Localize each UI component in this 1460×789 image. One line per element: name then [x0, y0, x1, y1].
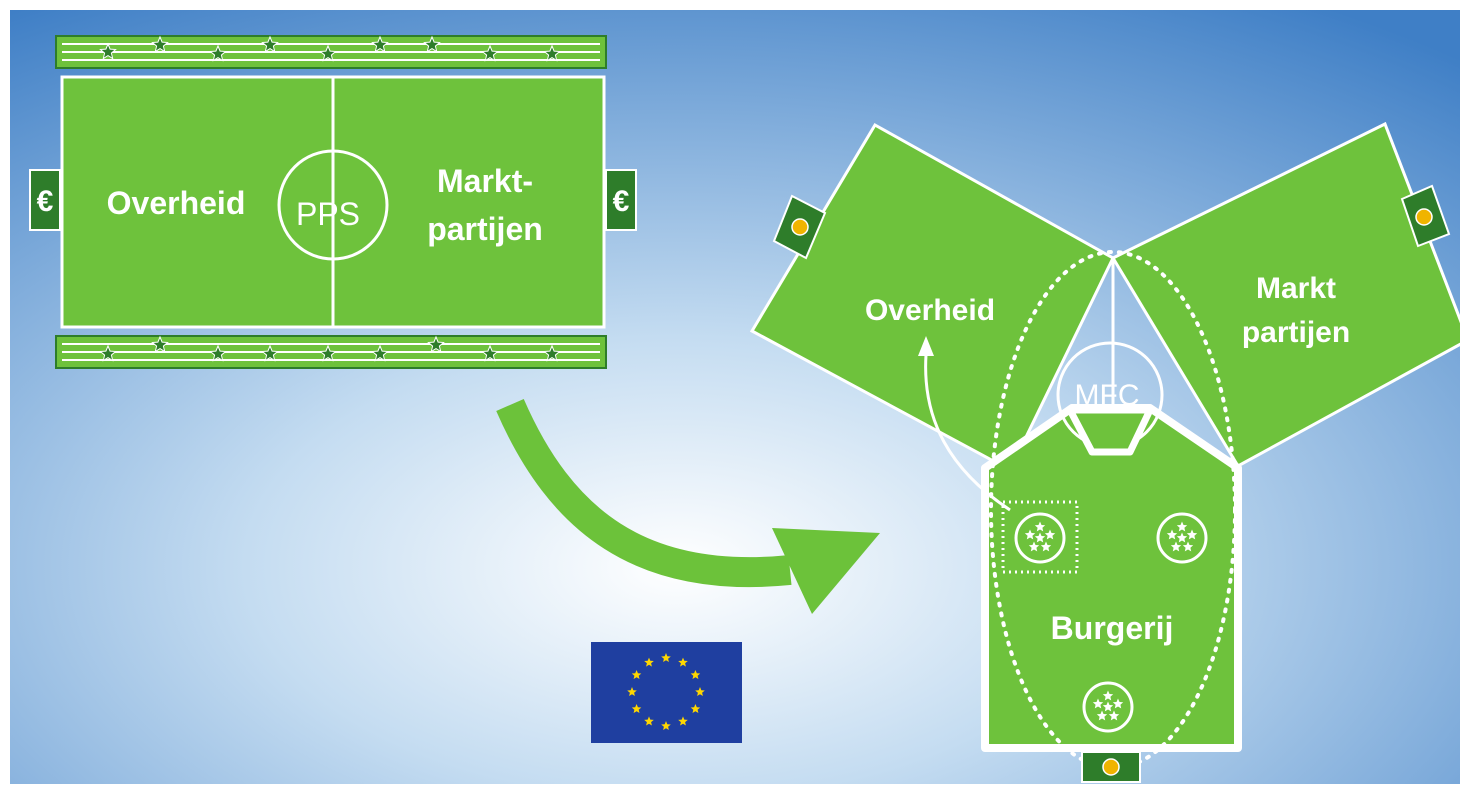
curved-arrow-icon	[918, 336, 1011, 512]
pps-center-label: PPS	[296, 196, 360, 232]
smiley-coin-icon	[1400, 184, 1451, 248]
pps-diagram: € € Overheid PPS Markt- partijen	[29, 35, 637, 369]
smiley-coin-icon	[1081, 751, 1141, 783]
mfc-diagram: Overheid Markt partijen MFC Burgerij	[749, 121, 1460, 783]
pps-left-goal	[29, 169, 61, 231]
pps-center-circle	[277, 149, 389, 261]
star-icon	[1102, 701, 1114, 712]
star-icon	[1092, 698, 1104, 709]
star-icon	[209, 344, 227, 362]
star-icon	[99, 42, 117, 60]
star-icon	[209, 44, 227, 62]
bottom-stand	[55, 335, 607, 369]
star-icon	[1044, 529, 1056, 540]
star-icon	[481, 44, 499, 62]
star-icon	[427, 335, 445, 353]
star-icon	[1176, 532, 1188, 543]
star-ball-icon	[1082, 681, 1134, 733]
star-icon	[1028, 541, 1040, 552]
top-stand	[55, 35, 607, 69]
mfc-right-field	[1110, 121, 1460, 469]
star-icon	[481, 344, 499, 362]
star-icon	[678, 716, 688, 726]
star-icon	[1034, 532, 1046, 543]
pps-right-goal	[605, 169, 637, 231]
mfc-left-label: Overheid	[865, 294, 995, 327]
star-icon	[1170, 541, 1182, 552]
star-icon	[371, 344, 389, 362]
star-icon	[644, 716, 654, 726]
star-icon	[690, 704, 701, 713]
star-icon	[1102, 690, 1114, 701]
mfc-bottom-label: Burgerij	[1051, 610, 1174, 646]
star-icon	[1112, 698, 1124, 709]
star-icon	[1024, 529, 1036, 540]
star-icon	[319, 344, 337, 362]
star-icon	[1096, 710, 1108, 721]
star-ball-icon	[1156, 512, 1208, 564]
star-icon	[1108, 710, 1120, 721]
star-icon	[319, 44, 337, 62]
star-icon	[631, 704, 642, 713]
pps-left-label: Overheid	[107, 185, 246, 221]
mfc-right-label-line1: Markt	[1256, 272, 1336, 305]
bottom-stand-stars	[99, 335, 561, 362]
star-icon	[695, 687, 705, 696]
eu-flag-icon	[591, 642, 742, 743]
star-icon	[543, 44, 561, 62]
star-icon	[261, 344, 279, 362]
star-icon	[690, 670, 701, 679]
star-icon	[1186, 529, 1198, 540]
euro-icon: €	[613, 185, 630, 218]
star-icon	[99, 344, 117, 362]
star-icon	[627, 687, 637, 696]
star-icon	[661, 653, 671, 662]
pps-right-label-line2: partijen	[427, 211, 543, 247]
star-icon	[644, 657, 654, 667]
mfc-center-label: MFC	[1075, 379, 1140, 412]
star-icon	[371, 35, 389, 53]
star-icon	[261, 35, 279, 53]
star-icon	[151, 35, 169, 53]
mfc-center-pentagon	[1066, 406, 1154, 456]
star-icon	[631, 670, 642, 679]
star-icon	[423, 35, 441, 53]
mfc-right-label-line2: partijen	[1242, 316, 1350, 349]
star-icon	[1176, 521, 1188, 532]
curved-arrow-icon	[496, 399, 880, 614]
euro-icon: €	[37, 185, 54, 218]
star-icon	[678, 657, 688, 667]
pps-right-label-line1: Markt-	[437, 163, 533, 199]
star-icon	[151, 335, 169, 353]
top-stand-stars	[99, 35, 561, 62]
star-icon	[1182, 541, 1194, 552]
smiley-coin-icon	[772, 194, 827, 260]
star-icon	[543, 344, 561, 362]
star-icon	[1040, 541, 1052, 552]
star-icon	[1034, 521, 1046, 532]
star-ball-frame	[1001, 500, 1079, 574]
star-icon	[1166, 529, 1178, 540]
star-ball-icon	[1014, 512, 1066, 564]
star-icon	[661, 721, 671, 730]
